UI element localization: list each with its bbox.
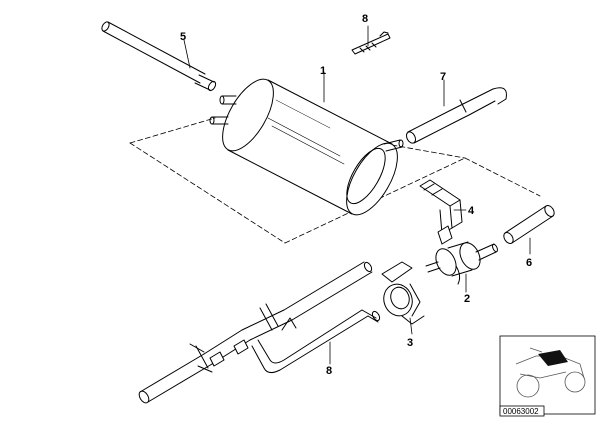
callout-4: 4 bbox=[468, 205, 475, 217]
hose-upper-left-part bbox=[101, 21, 217, 92]
callout-7: 7 bbox=[440, 71, 446, 83]
leader-lines bbox=[183, 25, 531, 365]
callout-3: 3 bbox=[407, 337, 413, 349]
clip-part bbox=[381, 261, 425, 325]
callout-5-upper: 5 bbox=[180, 31, 186, 43]
bracket-part bbox=[419, 179, 463, 245]
hose-upper-right-part bbox=[405, 87, 507, 144]
vehicle-inset: 00063002 bbox=[499, 335, 596, 417]
callout-6: 6 bbox=[526, 257, 532, 269]
hose-right-short-part bbox=[503, 205, 555, 244]
valve-part bbox=[425, 241, 498, 285]
clamp-small-top-part bbox=[351, 31, 391, 55]
callout-8-upper: 8 bbox=[362, 13, 368, 25]
callout-1: 1 bbox=[320, 65, 326, 77]
canister-part bbox=[209, 78, 404, 216]
inset-code: 00063002 bbox=[503, 407, 539, 416]
hose-lower-assembly-part bbox=[138, 261, 381, 404]
callout-5-lower: 8 bbox=[326, 365, 332, 377]
callout-2: 2 bbox=[464, 293, 470, 305]
